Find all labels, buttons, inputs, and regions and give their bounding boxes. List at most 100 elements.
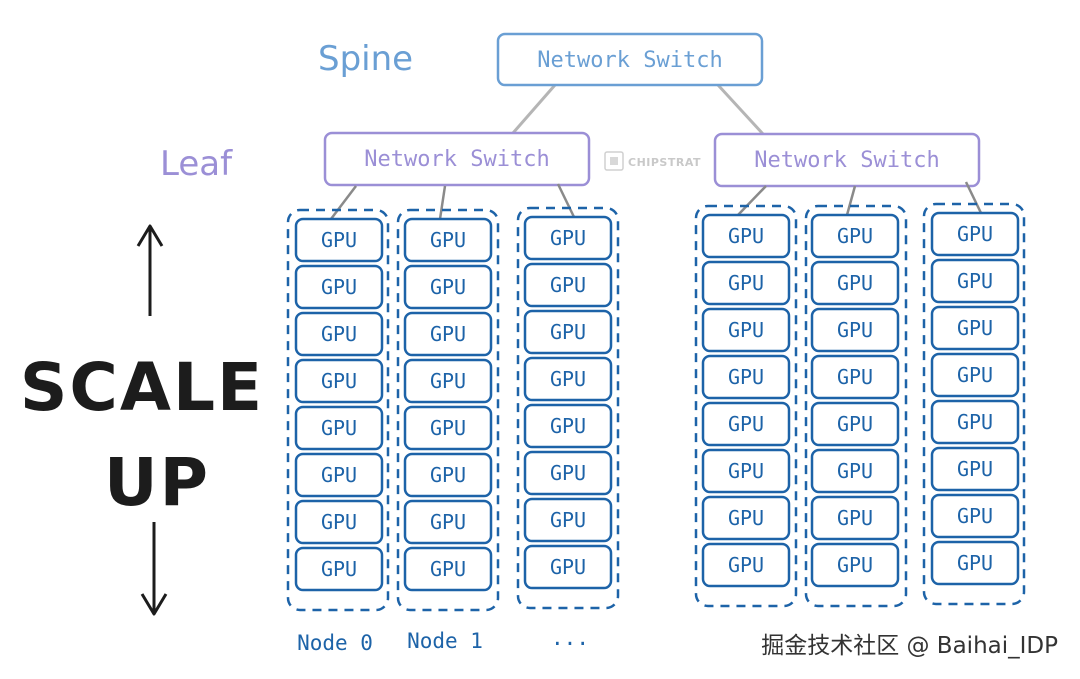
chipstrat-logo: CHIPSTRAT <box>604 151 701 171</box>
gpu-box: GPU <box>403 546 493 592</box>
leaf-to-node-link <box>556 183 576 218</box>
gpu-box: GPU <box>810 260 900 306</box>
gpu-box: GPU <box>403 311 493 357</box>
gpu-label: GPU <box>957 551 993 575</box>
gpu-label: GPU <box>957 363 993 387</box>
gpu-box: GPU <box>810 354 900 400</box>
gpu-label: GPU <box>837 459 873 483</box>
gpu-label: GPU <box>321 557 357 581</box>
gpu-box: GPU <box>294 311 384 357</box>
gpu-label: GPU <box>430 228 466 252</box>
gpu-label: GPU <box>550 226 586 250</box>
scale-text: SCALE <box>20 349 264 426</box>
gpu-box: GPU <box>294 499 384 545</box>
gpu-box: GPU <box>930 399 1020 445</box>
gpu-box: GPU <box>810 307 900 353</box>
gpu-label: GPU <box>321 322 357 346</box>
gpu-box: GPU <box>701 307 791 353</box>
gpu-label: GPU <box>550 273 586 297</box>
gpu-box: GPU <box>403 358 493 404</box>
gpu-box: GPU <box>294 217 384 263</box>
gpu-label: GPU <box>321 228 357 252</box>
gpu-box: GPU <box>810 542 900 588</box>
spine-to-leaf-left-link <box>511 84 557 134</box>
gpu-box: GPU <box>930 352 1020 398</box>
gpu-label: GPU <box>837 365 873 389</box>
leaf-to-node-link <box>330 185 357 220</box>
gpu-box: GPU <box>294 264 384 310</box>
gpu-label: GPU <box>321 510 357 534</box>
gpu-label: GPU <box>837 553 873 577</box>
gpu-label: GPU <box>957 316 993 340</box>
leaf-left-switch-label: Network Switch <box>364 147 549 172</box>
gpu-box: GPU <box>523 356 613 402</box>
gpu-label: GPU <box>728 318 764 342</box>
gpu-label: GPU <box>957 504 993 528</box>
up-arrow-icon <box>136 224 164 247</box>
scale-up-annotation: SCALE UP <box>20 224 264 616</box>
gpu-box: GPU <box>523 544 613 590</box>
gpu-box: GPU <box>403 405 493 451</box>
gpu-node-right-2: GPU GPU GPU GPU GPU GPU GPU GPU <box>922 181 1026 606</box>
gpu-box: GPU <box>523 309 613 355</box>
gpu-label: GPU <box>728 271 764 295</box>
gpu-label: GPU <box>728 224 764 248</box>
node-1-label: Node 1 <box>407 629 483 653</box>
chipstrat-logo-text: CHIPSTRAT <box>628 156 701 169</box>
gpu-label: GPU <box>550 508 586 532</box>
gpu-label: GPU <box>837 271 873 295</box>
gpu-label: GPU <box>430 322 466 346</box>
gpu-label: GPU <box>728 459 764 483</box>
gpu-box: GPU <box>523 262 613 308</box>
gpu-label: GPU <box>321 275 357 299</box>
gpu-box: GPU <box>403 452 493 498</box>
gpu-label: GPU <box>837 318 873 342</box>
gpu-label: GPU <box>957 222 993 246</box>
spine-switch-label: Network Switch <box>537 48 722 73</box>
node-boundary <box>396 208 500 612</box>
gpu-box: GPU <box>930 446 1020 492</box>
gpu-node-right-0: GPU GPU GPU GPU GPU GPU GPU GPU <box>694 185 798 608</box>
gpu-box: GPU <box>294 358 384 404</box>
gpu-box: GPU <box>701 260 791 306</box>
leaf-network-switch-left: Network Switch <box>323 131 591 187</box>
spine-tier-label: Spine <box>318 39 413 79</box>
leaf-tier-label: Leaf <box>160 144 233 184</box>
spine-to-leaf-right-link <box>716 83 765 136</box>
gpu-label: GPU <box>728 365 764 389</box>
gpu-label: GPU <box>430 510 466 534</box>
gpu-box: GPU <box>701 401 791 447</box>
gpu-box: GPU <box>930 493 1020 539</box>
gpu-label: GPU <box>957 410 993 434</box>
gpu-box: GPU <box>523 497 613 543</box>
gpu-label: GPU <box>550 320 586 344</box>
gpu-label: GPU <box>728 412 764 436</box>
gpu-label: GPU <box>957 269 993 293</box>
gpu-box: GPU <box>523 403 613 449</box>
gpu-box: GPU <box>701 213 791 259</box>
leaf-right-switch-label: Network Switch <box>754 148 939 173</box>
gpu-label: GPU <box>430 369 466 393</box>
leaf-to-node-link <box>438 185 447 220</box>
gpu-label: GPU <box>550 555 586 579</box>
node-0-label: Node 0 <box>297 631 373 655</box>
gpu-box: GPU <box>523 215 613 261</box>
node-boundary <box>804 204 908 608</box>
gpu-label: GPU <box>430 463 466 487</box>
gpu-box: GPU <box>294 546 384 592</box>
gpu-label: GPU <box>430 557 466 581</box>
gpu-box: GPU <box>403 217 493 263</box>
gpu-label: GPU <box>550 367 586 391</box>
leaf-to-node-link <box>964 181 983 214</box>
gpu-box: GPU <box>294 452 384 498</box>
gpu-box: GPU <box>810 401 900 447</box>
down-arrow-icon <box>140 593 168 616</box>
gpu-box: GPU <box>701 542 791 588</box>
gpu-box: GPU <box>294 405 384 451</box>
gpu-label: GPU <box>728 506 764 530</box>
node-boundary <box>286 208 390 612</box>
spine-network-switch: Network Switch <box>496 32 764 87</box>
gpu-box: GPU <box>810 448 900 494</box>
